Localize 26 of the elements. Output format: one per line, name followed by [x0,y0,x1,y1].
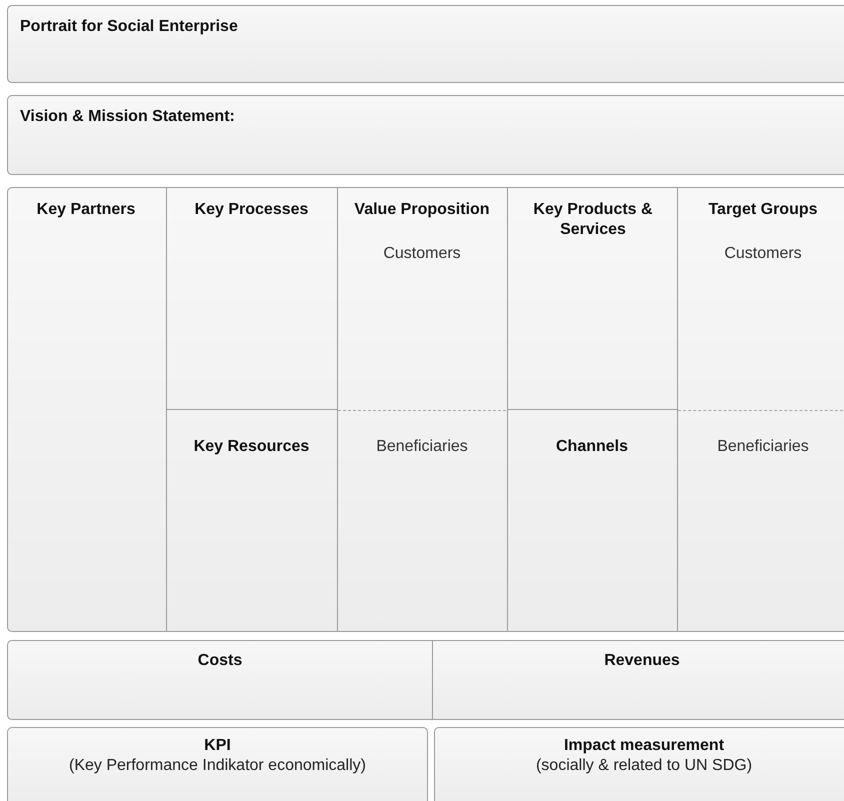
section-heading: Key Products & Services [533,200,653,240]
section-heading: Portrait for Social Enterprise [20,17,238,37]
section-heading: Key Partners [36,200,136,220]
section-heading: Impact measurement [562,736,726,756]
section-subtext: Customers [723,244,803,264]
section-heading: Key Processes [194,200,310,220]
section-subtext: (socially & related to UN SDG) [534,756,754,776]
section-heading: Vision & Mission Statement: [20,107,235,127]
section-heading: Value Proposition [353,200,491,220]
section-heading: Costs [196,651,244,671]
canvas-panel [7,187,844,632]
section-subtext: Beneficiaries [716,437,810,457]
section-panel [432,640,844,720]
section-panel [434,727,844,801]
section-panel [7,640,433,720]
section-heading: Revenues [603,651,681,671]
section-panel [7,5,844,83]
section-heading: KPI [203,736,232,756]
section-subtext: Beneficiaries [375,437,469,457]
section-heading: Channels [554,437,629,457]
section-heading: Key Resources [192,437,310,457]
section-heading: Target Groups [707,200,819,220]
section-subtext: Customers [382,244,462,264]
section-subtext: (Key Performance Indikator economically) [68,756,367,776]
section-panel [7,727,428,801]
section-panel [7,95,844,175]
